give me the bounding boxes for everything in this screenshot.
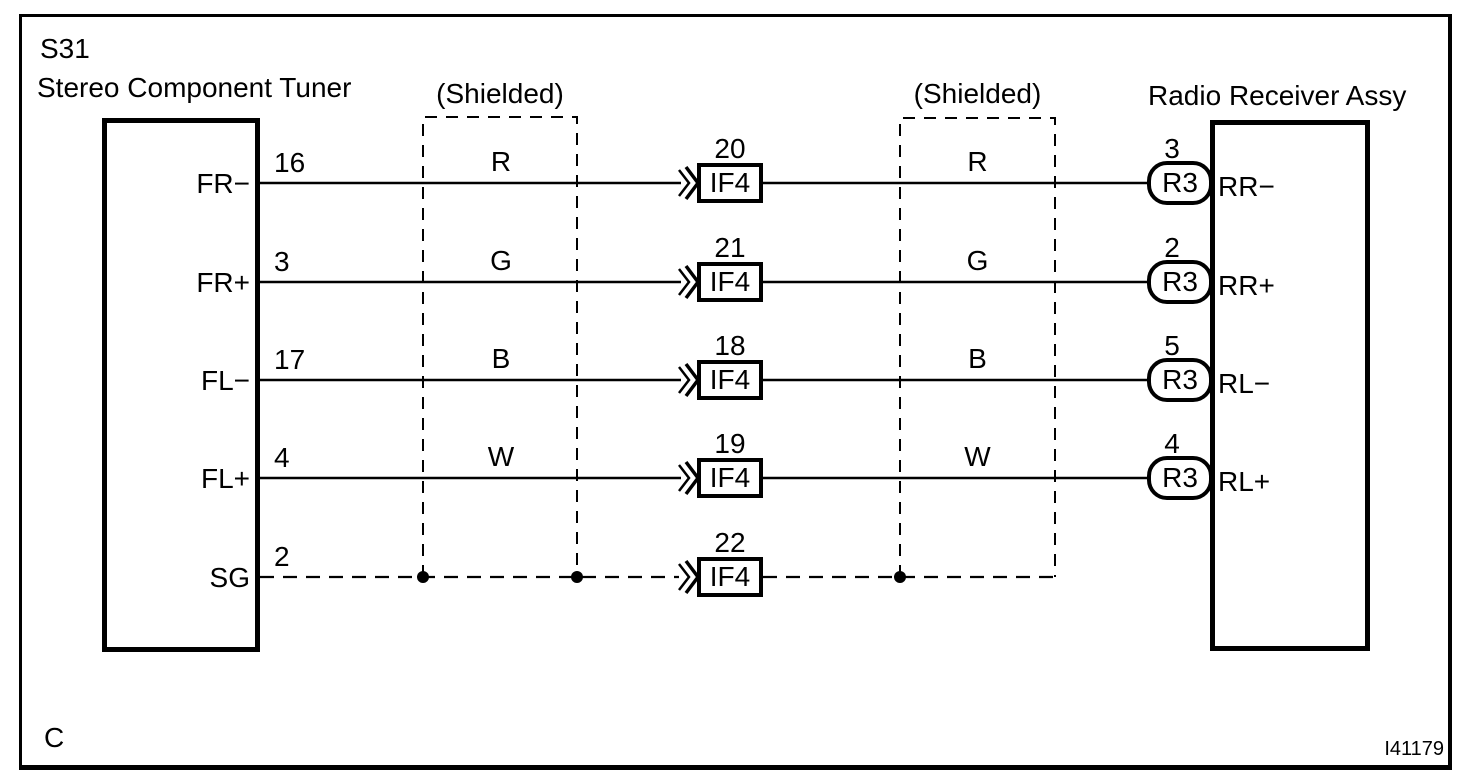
shield-box-right <box>899 117 1056 577</box>
wire-color-left: G <box>490 245 512 276</box>
mid-connector-box: IF4 <box>697 360 763 400</box>
wire-color-right: G <box>966 245 989 276</box>
right-pin-label: RR− <box>1218 171 1275 202</box>
mid-connector-label: IF4 <box>709 167 751 198</box>
right-connector-oval: R3 <box>1147 260 1213 304</box>
wire-number: 2 <box>274 541 290 572</box>
mid-pin-number: 22 <box>714 527 746 558</box>
mid-connector-label: IF4 <box>709 364 751 395</box>
right-pin-label: RL+ <box>1218 466 1271 497</box>
mid-pin-number: 20 <box>714 133 746 164</box>
right-pin-number: 3 <box>1164 133 1180 164</box>
left-pin-label: FR− <box>196 168 250 199</box>
right-component-name: Radio Receiver Assy <box>1148 80 1407 111</box>
left-pin-label: FL+ <box>200 463 250 494</box>
right-pin-label: RR+ <box>1218 270 1275 301</box>
left-pin-label: SG <box>209 562 250 593</box>
mid-connector-box: IF4 <box>697 163 763 203</box>
right-pin-number: 4 <box>1164 428 1180 459</box>
wire-number: 16 <box>274 147 306 178</box>
figure-id: I41179 <box>1384 738 1444 760</box>
right-pin-label: RL− <box>1218 368 1271 399</box>
left-component-name: Stereo Component Tuner <box>37 72 352 103</box>
right-pin-number: 2 <box>1164 232 1180 263</box>
wire-number: 3 <box>274 246 290 277</box>
right-connector-oval: R3 <box>1147 161 1213 205</box>
wire-color-right: W <box>964 441 991 472</box>
right-connector-label: R3 <box>1162 364 1198 395</box>
wire-color-left: B <box>491 343 511 374</box>
wire-color-right: B <box>968 343 987 374</box>
mid-connector-box: IF4 <box>697 458 763 498</box>
wire-line <box>260 181 1147 480</box>
diagram-frame <box>19 14 1452 770</box>
right-connector-label: R3 <box>1162 167 1198 198</box>
left-pin-label: FL− <box>200 365 250 396</box>
mid-pin-number: 18 <box>714 330 746 361</box>
left-component-box <box>102 118 260 652</box>
wire-color-left: W <box>487 441 515 472</box>
mid-pin-number: 21 <box>714 232 746 263</box>
left-pin-label: FR+ <box>196 267 250 298</box>
junction-dot <box>417 571 906 583</box>
right-connector-oval: R3 <box>1147 358 1213 402</box>
footer-note: C <box>44 722 65 753</box>
shield-label-left: (Shielded) <box>436 78 564 109</box>
right-connector-label: R3 <box>1162 462 1198 493</box>
right-pin-number: 5 <box>1164 330 1180 361</box>
shield-box-left <box>422 116 578 577</box>
mid-connector-label: IF4 <box>709 462 751 493</box>
wire-color-right: R <box>967 146 988 177</box>
wire-number: 4 <box>274 442 290 473</box>
left-component-code: S31 <box>40 33 90 64</box>
mid-connector-label: IF4 <box>709 266 751 297</box>
right-component-box <box>1210 120 1370 651</box>
shield-label-right: (Shielded) <box>913 78 1042 109</box>
wire-number: 17 <box>274 344 306 375</box>
mid-connector-box: IF4 <box>697 557 763 597</box>
wire-color-left: R <box>490 146 512 177</box>
mid-pin-number: 19 <box>714 428 746 459</box>
right-connector-label: R3 <box>1162 266 1198 297</box>
right-connector-oval: R3 <box>1147 456 1213 500</box>
mid-connector-label: IF4 <box>709 561 751 592</box>
mid-connector-box: IF4 <box>697 262 763 302</box>
